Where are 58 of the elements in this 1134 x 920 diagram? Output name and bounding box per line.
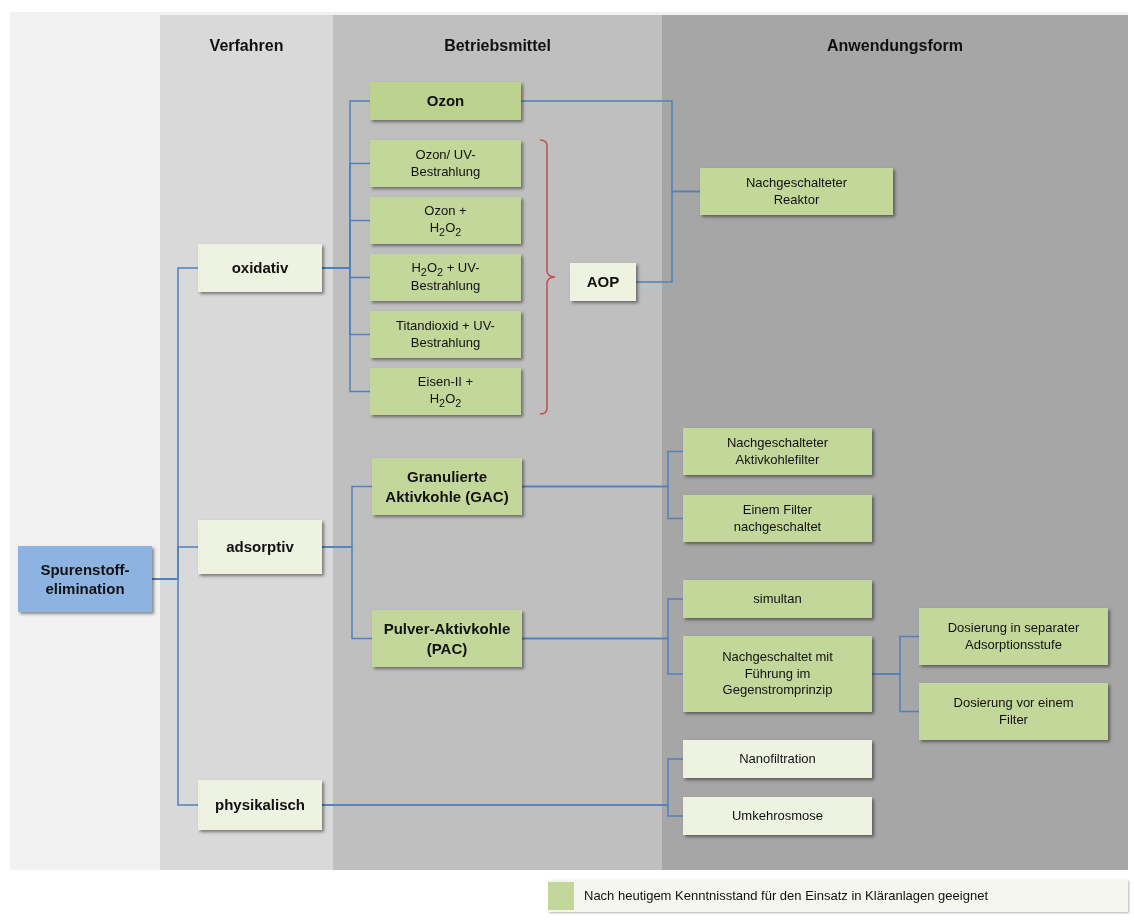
connector-line [521, 485, 684, 520]
process-box [919, 608, 1108, 665]
process-box [18, 546, 152, 612]
node-label: H$_{2}$O$_{2}$ + UV-Bestrahlung [409, 259, 482, 296]
connector-line [635, 190, 701, 283]
node-label: AOP [586, 272, 620, 292]
node-label: Ozon [426, 91, 465, 111]
node-label: simultan [753, 590, 802, 608]
node-label: Spurenstoff-elimination [39, 559, 131, 599]
process-box [372, 458, 522, 515]
process-box [683, 495, 872, 542]
node-label: Dosierung vor einem Filter [952, 694, 1075, 729]
node-label: Dosierung in separater Adsorptionsstufe [946, 619, 1081, 654]
node-label: Einem Filter nachgeschaltet [732, 501, 823, 536]
column-heading: Betriebsmittel [443, 37, 552, 55]
node-label: Granulierte Aktivkohle (GAC) [384, 467, 510, 506]
node-label: Ozon + H$_{2}$O$_{2}$ [423, 202, 468, 239]
node-label: physikalisch [214, 795, 305, 815]
node-label: Nanofiltration [739, 750, 816, 768]
process-box [683, 740, 872, 778]
node-label: Umkehrosmose [732, 807, 823, 825]
connector-line [321, 546, 373, 640]
node-label: Pulver-Aktivkohle (PAC) [382, 619, 512, 658]
process-box [370, 197, 521, 244]
connector-line [871, 673, 920, 713]
node-label: Eisen-II + H$_{2}$O$_{2}$ [416, 373, 475, 410]
connector-line [521, 637, 684, 675]
process-box [370, 254, 521, 301]
process-box [700, 168, 893, 215]
node-label: Nachgeschaltet mit Führung im Gegenstromprinzip [721, 648, 834, 700]
node-label: Titandioxid + UV-Bestrahlung [395, 317, 496, 352]
node-label: oxidativ [231, 258, 289, 278]
node-label: adsorptiv [226, 537, 294, 557]
process-box [683, 636, 872, 712]
column-band [160, 15, 333, 870]
process-box [370, 368, 521, 415]
node-label: Ozon/ UV-Bestrahlung [409, 146, 482, 181]
process-box [683, 580, 872, 618]
column-heading: Verfahren [208, 37, 285, 55]
connector-line [151, 578, 199, 806]
process-box [198, 520, 322, 574]
column-heading: Anwendungsform [826, 37, 964, 55]
node-label: Nachgeschalteter Reaktor [744, 174, 849, 209]
process-box [370, 82, 521, 120]
process-box [198, 780, 322, 830]
process-box [570, 263, 636, 301]
connector-line [321, 804, 684, 817]
node-label: Nachgeschalteter Aktivkohlefilter [725, 434, 830, 469]
process-box [683, 797, 872, 835]
column-band [662, 15, 1128, 870]
process-box [370, 311, 521, 358]
process-box [198, 244, 322, 292]
process-box [370, 140, 521, 187]
process-box [372, 610, 522, 667]
column-band [333, 15, 662, 870]
process-box [919, 683, 1108, 740]
legend-label: Nach heutigem Kenntnisstand für den Einsatz in Kläranlagen geeignet [584, 888, 988, 903]
process-box [683, 428, 872, 475]
